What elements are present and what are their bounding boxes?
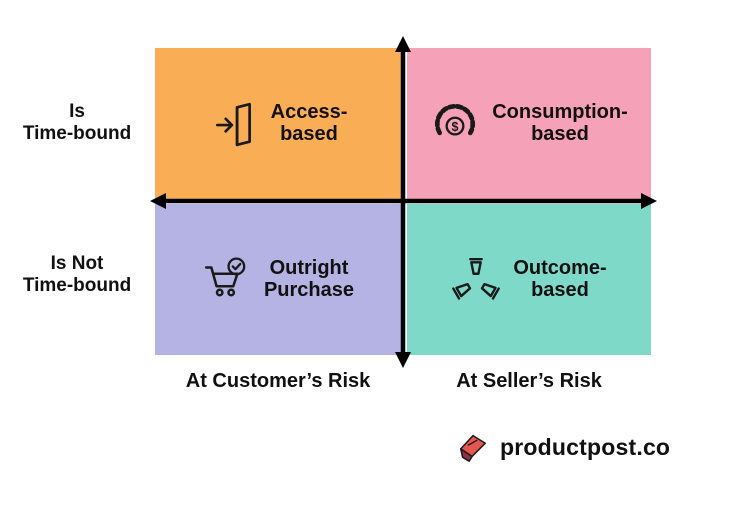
x-axis-label-sellers-risk: At Seller’s Risk xyxy=(456,370,602,392)
label-line: Outcome- xyxy=(513,256,607,279)
quadrant-outright-purchase: Outright Purchase xyxy=(155,204,401,355)
y-axis-label-time-bound: Is Time-bound xyxy=(2,101,152,145)
x-axis-label-customers-risk: At Customer’s Risk xyxy=(185,370,371,392)
quadrant-consumption-label: Consumption- based xyxy=(492,100,628,145)
label-line: based xyxy=(531,278,589,301)
label-line: Time-bound xyxy=(22,122,132,144)
y-axis-label-not-time-bound: Is Not Time-bound xyxy=(2,253,152,297)
quadrant-access-label: Access- based xyxy=(270,100,348,145)
hands-collaboration-icon xyxy=(451,255,501,305)
cart-check-icon xyxy=(202,255,252,305)
site-name: productpost.co xyxy=(500,433,671,460)
quadrant-access-based: Access- based xyxy=(155,48,401,199)
label-line: Purchase xyxy=(263,278,355,301)
productpost-logo-icon xyxy=(456,430,490,464)
quadrant-consumption-based: $ Consumption- based xyxy=(407,48,651,199)
label-line: Consumption- xyxy=(492,100,628,123)
label-line: Time-bound xyxy=(22,274,132,296)
gauge-dollar-icon: $ xyxy=(430,99,480,149)
label-line: Is xyxy=(69,101,85,122)
label-line: Is Not xyxy=(50,253,104,274)
label-line: Access- xyxy=(270,100,348,123)
label-line: based xyxy=(531,122,589,145)
door-enter-icon xyxy=(209,99,259,149)
quadrant-outright-label: Outright Purchase xyxy=(263,256,355,301)
quadrant-outcome-label: Outcome- based xyxy=(513,256,607,301)
label-line: based xyxy=(280,122,338,145)
branding: productpost.co xyxy=(456,430,670,464)
quadrant-outcome-based: Outcome- based xyxy=(407,204,651,355)
dollar-symbol: $ xyxy=(452,119,459,133)
label-line: Outright xyxy=(269,256,349,279)
